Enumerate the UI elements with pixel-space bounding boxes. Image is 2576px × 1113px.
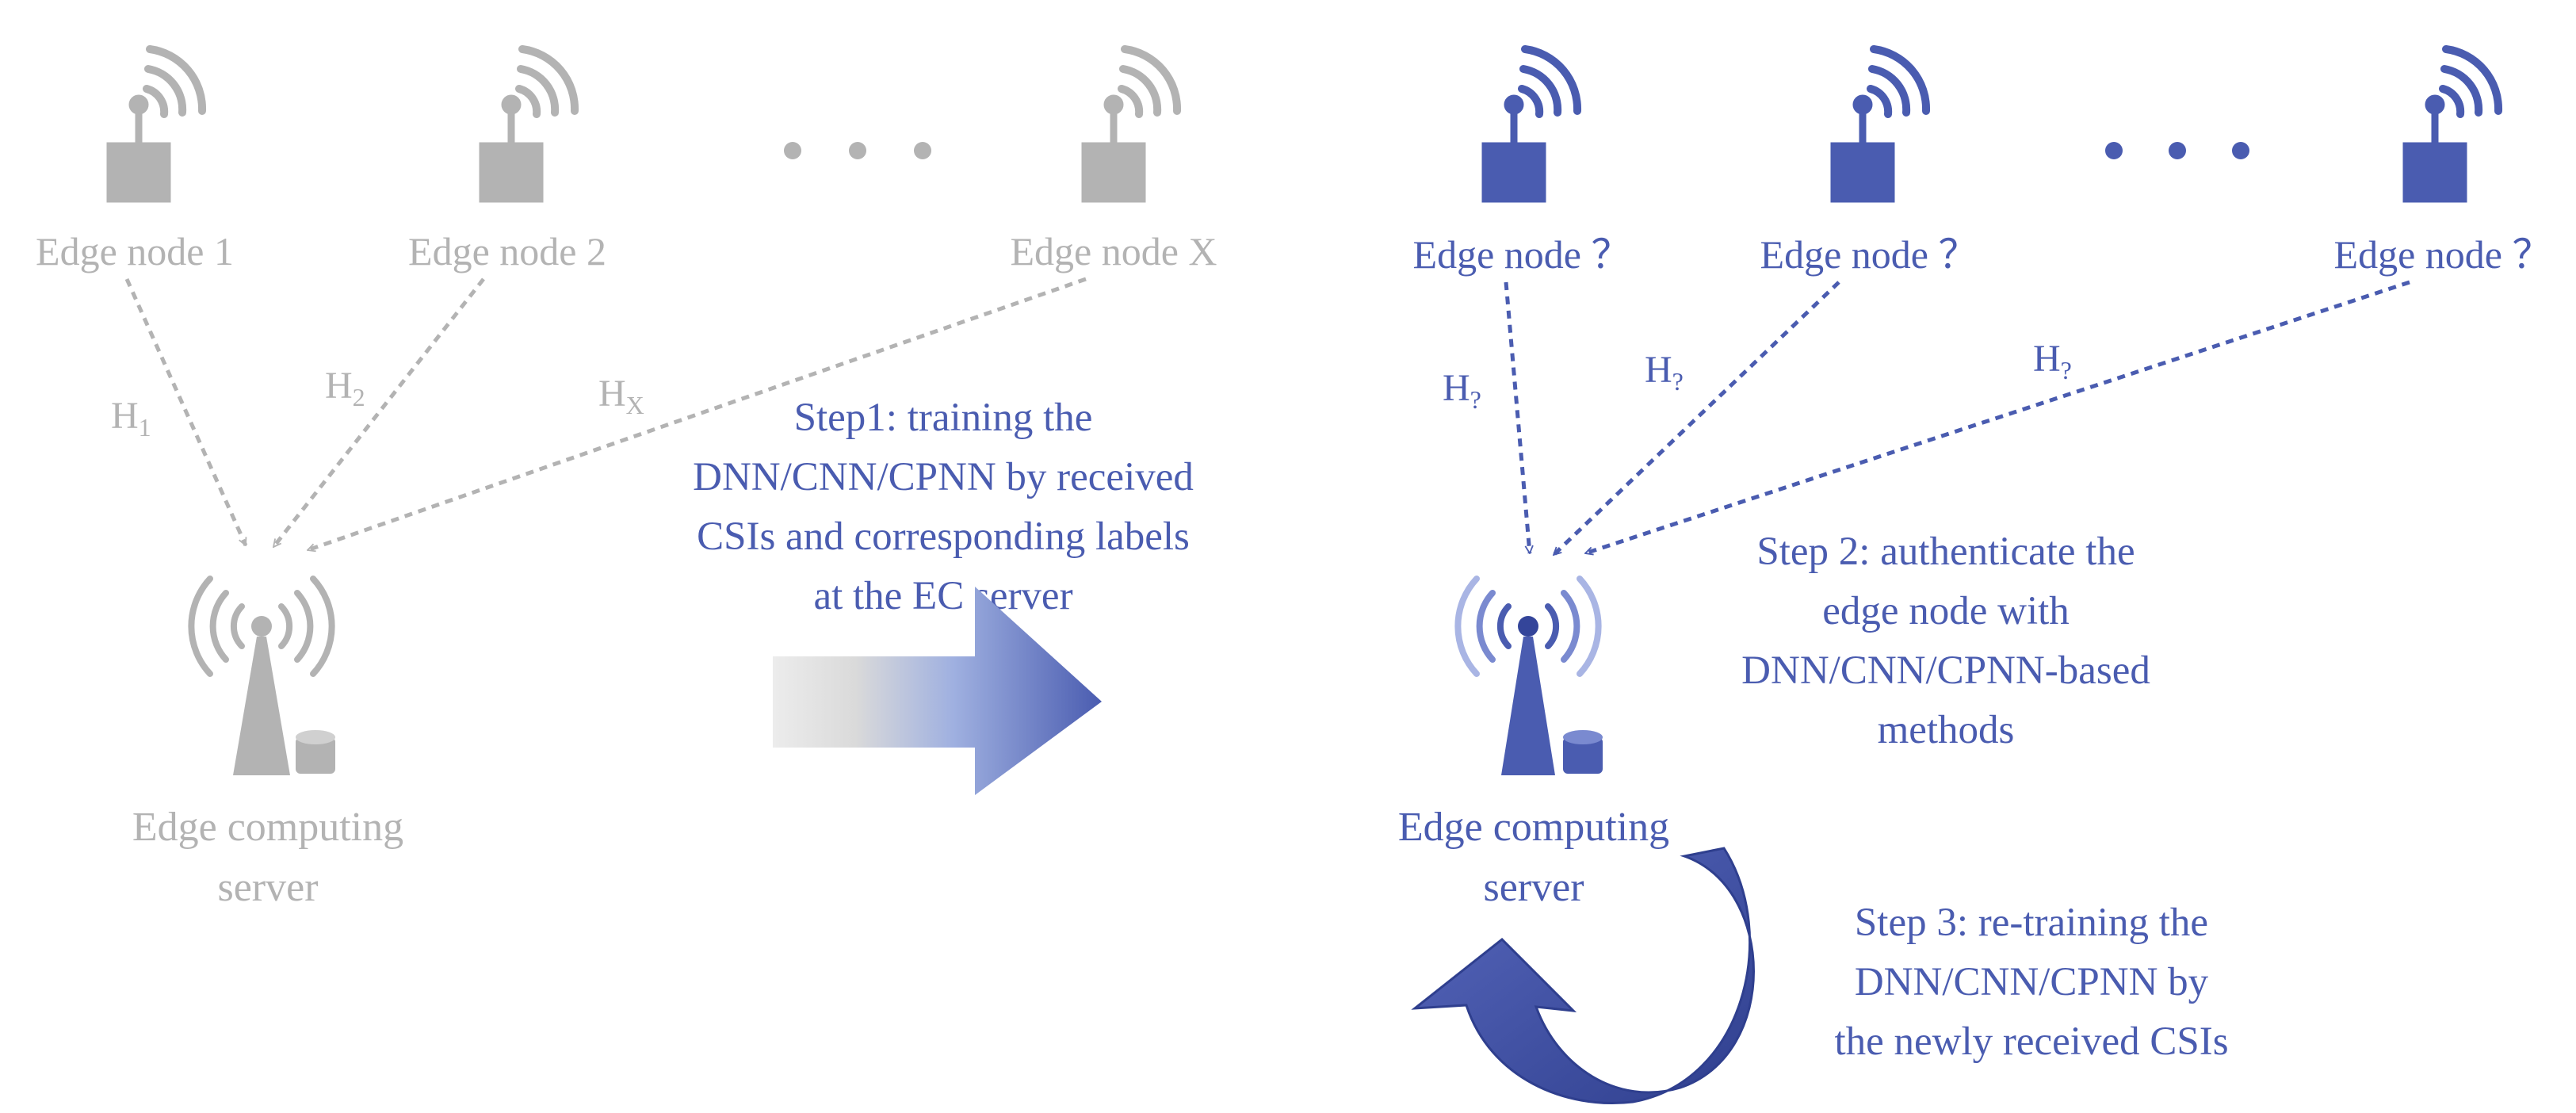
phase2-node-3-label: Edge node ？ bbox=[2334, 232, 2552, 277]
phase1-channel-label-2: H2 bbox=[325, 365, 365, 411]
phase2-node-1-label: Edge node ？ bbox=[1413, 232, 1631, 277]
phase2-server-label-line1: Edge computing bbox=[1398, 805, 1669, 850]
step1-text-line3: CSIs and corresponding labels bbox=[697, 514, 1190, 559]
phase1-node-2-label: Edge node 2 bbox=[408, 229, 606, 273]
step3-text-line3: the newly received CSIs bbox=[1834, 1019, 2228, 1064]
phase1-channel-label-x: HX bbox=[598, 373, 644, 419]
phase2-node-1-icon bbox=[1482, 49, 1577, 202]
step2-text-line1: Step 2: authenticate the bbox=[1756, 530, 2135, 574]
phase1-server-icon bbox=[188, 576, 335, 775]
phase2-channel-arrow-1 bbox=[1504, 281, 1530, 553]
step3-text-line2: DNN/CNN/CPNN by bbox=[1855, 960, 2209, 1004]
phase1-server-label-line2: server bbox=[217, 865, 318, 910]
step1-text-line1: Step1: training the bbox=[794, 396, 1093, 440]
phase1-channel-arrow-1 bbox=[124, 277, 248, 545]
phase2-server-icon bbox=[1454, 576, 1603, 775]
step1-text-line4: at the EC server bbox=[813, 574, 1072, 618]
phase1-ellipsis-icon bbox=[784, 142, 931, 159]
phase1-node-x-label: Edge node X bbox=[1010, 229, 1217, 273]
phase2-group: Edge node ？ Edge node ？ Edge node ？ H? H… bbox=[1398, 49, 2552, 1104]
phase1-group: Edge node 1 Edge node 2 Edge node X H1 H… bbox=[36, 49, 1217, 910]
phase1-channel-arrow-2 bbox=[272, 277, 485, 547]
phase1-node-2-icon bbox=[480, 49, 575, 202]
phase1-channel-label-1: H1 bbox=[111, 395, 151, 442]
step2-text-line4: methods bbox=[1878, 708, 2015, 752]
big-right-arrow-icon bbox=[773, 587, 1102, 795]
phase2-node-3-icon bbox=[2403, 49, 2498, 202]
phase1-node-x-icon bbox=[1082, 49, 1177, 202]
phase2-ellipsis-icon bbox=[2105, 142, 2249, 159]
phase1-node-1-icon bbox=[107, 49, 202, 202]
phase2-channel-label-3: H? bbox=[2033, 338, 2072, 384]
phase2-server-label-line2: server bbox=[1483, 865, 1584, 910]
phase2-channel-label-1: H? bbox=[1443, 367, 1481, 414]
phase2-node-2-label: Edge node ？ bbox=[1760, 232, 1978, 277]
phase1-node-1-label: Edge node 1 bbox=[36, 229, 234, 273]
phase2-node-2-icon bbox=[1831, 49, 1926, 202]
phase1-channel-arrow-x bbox=[308, 277, 1087, 553]
phase2-channel-arrow-2 bbox=[1552, 281, 1840, 556]
step3-text-line1: Step 3: re-training the bbox=[1855, 901, 2208, 945]
step2-text-line3: DNN/CNN/CPNN-based bbox=[1741, 648, 2150, 693]
step1-text-line2: DNN/CNN/CPNN by received bbox=[693, 455, 1194, 499]
phase1-server-label-line1: Edge computing bbox=[132, 805, 403, 850]
step2-text-line2: edge node with bbox=[1822, 589, 2070, 633]
phase2-channel-arrow-3 bbox=[1585, 280, 2410, 553]
curved-return-arrow-icon bbox=[1411, 847, 1755, 1104]
phase2-channel-label-2: H? bbox=[1645, 349, 1684, 396]
